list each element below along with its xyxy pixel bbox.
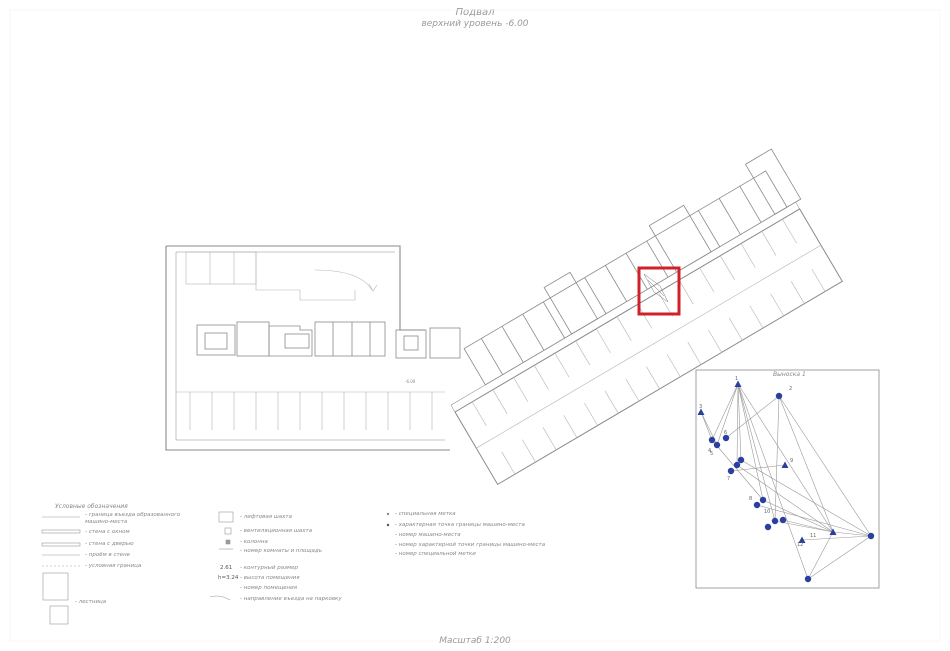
inset-connector-line xyxy=(774,395,780,522)
inset-boundary-point xyxy=(779,516,787,524)
inset-boundary-point xyxy=(722,434,730,442)
inset-special-mark xyxy=(697,408,705,415)
inset-point-label: 1 xyxy=(735,376,738,382)
inset-lines xyxy=(700,383,872,580)
inset-point-label: 5 xyxy=(710,451,713,457)
legend-item: - номер характерной точки границы машино… xyxy=(395,542,546,548)
inset-boundary-point xyxy=(708,436,716,444)
legend-item: - стена с дверью xyxy=(85,541,134,547)
inset-point-label: 8 xyxy=(749,496,752,502)
inset-boundary-point xyxy=(764,523,772,531)
inset-boundary-point xyxy=(804,575,812,583)
inset-point-label: 2 xyxy=(789,386,792,392)
inset-boundary-point xyxy=(733,461,741,469)
inset-connector-line xyxy=(807,531,834,580)
parking-stalls-bottom-left xyxy=(176,391,445,430)
inset-point-label: 4 xyxy=(708,448,711,454)
legend-item: - направление въезда на парковку xyxy=(240,596,342,602)
legend-item: - номер комнаты и площадь xyxy=(240,548,322,554)
legend-item: - условная граница xyxy=(85,563,142,569)
inset-connector-line xyxy=(778,395,872,537)
sheet-border xyxy=(9,9,941,642)
inset-title: Выноска 1 xyxy=(773,371,806,378)
inset-special-mark xyxy=(829,528,837,535)
legend-item: - высота помещения xyxy=(240,575,300,581)
inset-connector-line xyxy=(801,535,872,541)
inset-connector-line xyxy=(716,383,739,446)
inset-connector-line xyxy=(730,464,786,472)
inset-connector-line xyxy=(737,383,834,533)
legend-item: - характерная точка границы машино-места xyxy=(395,522,525,528)
legend-item: - специальная метка xyxy=(395,511,456,517)
inset-boundary-point xyxy=(727,467,735,475)
inset-connector-line xyxy=(832,531,872,537)
inset-connector-line xyxy=(737,383,764,501)
highlight-box xyxy=(637,266,681,316)
inset-connector-line xyxy=(740,459,872,537)
legend-sample: h=3.24 xyxy=(218,575,239,581)
inset-special-mark xyxy=(798,536,806,543)
inset-connector-line xyxy=(736,464,834,533)
page-subtitle: верхний уровень -6.00 xyxy=(421,19,529,29)
legend-item: - контурный размер xyxy=(240,565,299,571)
legend-item: - номер специальной метки xyxy=(395,551,476,557)
legend-item: - колонна xyxy=(240,539,268,545)
inset-point-label: 10 xyxy=(764,509,770,515)
inset-frame xyxy=(695,369,880,589)
parking-stalls-top-left xyxy=(185,251,378,301)
legend-item: - лестница xyxy=(75,599,107,605)
legend-item: - проём в стене xyxy=(85,552,131,558)
inset-point-label: 6 xyxy=(724,430,727,436)
inset-boundary-point xyxy=(713,441,721,449)
boundary-point-sample xyxy=(386,523,390,527)
inset-connector-line xyxy=(774,520,834,533)
inset-boundary-point xyxy=(759,496,767,504)
inset-connector-line xyxy=(807,535,872,580)
inset-boundary-point xyxy=(753,501,761,509)
inset-connector-line xyxy=(711,383,739,441)
legend-item: - вентиляционная шахта xyxy=(240,528,313,534)
inset-boundary-point xyxy=(737,456,745,464)
inset-boundary-point xyxy=(775,392,783,400)
inset-special-mark xyxy=(781,461,789,468)
inset-point-label: 9 xyxy=(790,458,793,464)
inset-connector-line xyxy=(737,383,776,522)
legend-item: - номер помещения xyxy=(240,585,298,591)
legend-item: - номер машино-места xyxy=(395,532,461,538)
legend-item: - лифтовая шахта xyxy=(240,514,292,520)
inset-connector-line xyxy=(778,395,834,533)
inset-point-label: 12 xyxy=(797,542,803,548)
inset-connector-line xyxy=(736,383,739,466)
special-mark-sample xyxy=(386,512,390,516)
inset-special-mark xyxy=(734,380,742,387)
highlight-detail xyxy=(643,273,669,303)
inset-point-label: 3 xyxy=(699,404,702,410)
inset-connector-line xyxy=(700,411,713,441)
level-mark: -6.00 xyxy=(405,379,416,384)
inset-boundary-point xyxy=(771,517,779,525)
inset-connector-line xyxy=(782,519,834,533)
inset-boundary-point xyxy=(867,532,875,540)
legend-sample: 2.61 xyxy=(220,565,233,571)
legend-title: Условные обозначения xyxy=(55,503,128,510)
inset-point-label: 7 xyxy=(727,476,730,482)
inset-connector-line xyxy=(725,395,780,439)
plan-diagonal-wing xyxy=(450,148,843,486)
plan-cores xyxy=(196,321,461,359)
inset-connector-line xyxy=(737,383,809,580)
legend-item: - граница въезда образованного машино-ме… xyxy=(85,512,181,525)
inset-connector-line xyxy=(737,383,742,461)
drawing-scale: Масштаб 1:200 xyxy=(439,636,511,646)
inset-connector-line xyxy=(756,504,872,537)
legend-item: - стена с окном xyxy=(85,529,130,535)
legend-graphics xyxy=(41,511,234,625)
inset-point-label: 11 xyxy=(810,533,816,539)
page-title: Подвал xyxy=(455,7,495,18)
